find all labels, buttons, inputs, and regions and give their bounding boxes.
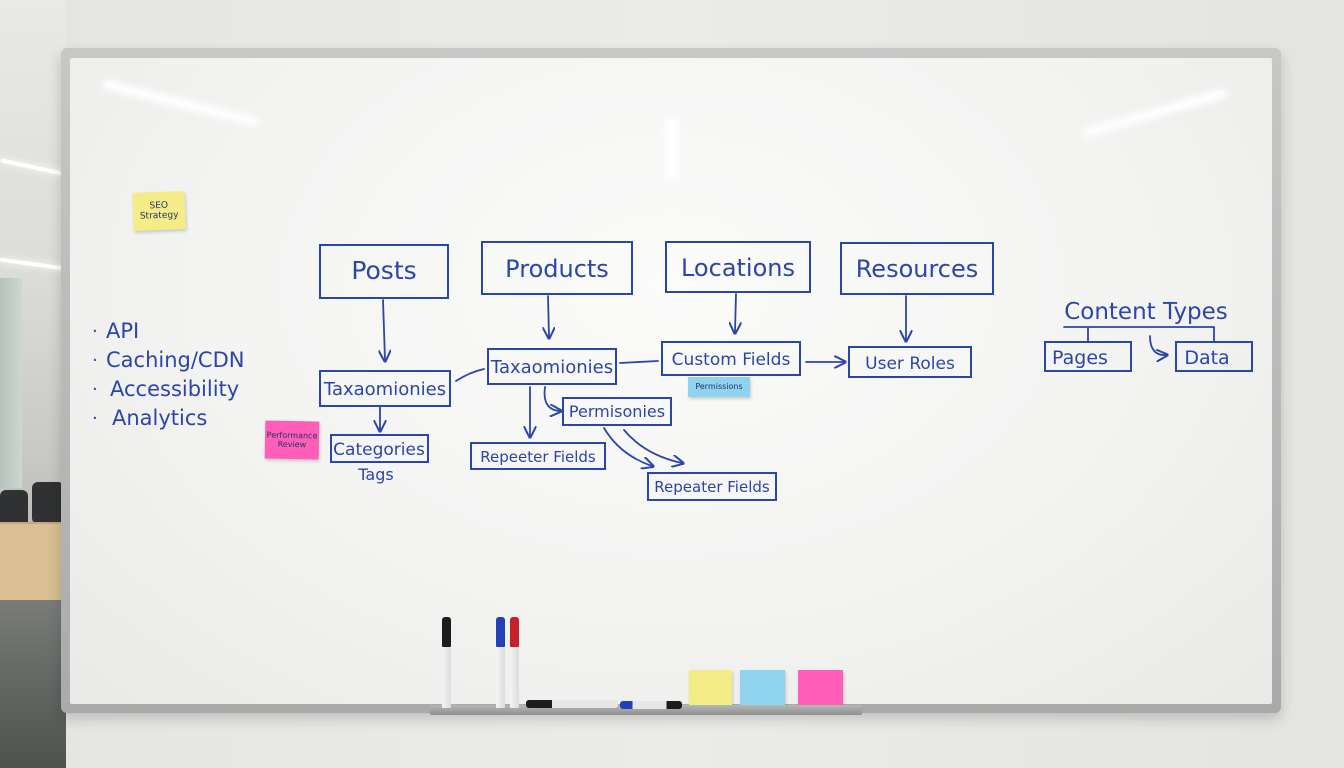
- resources-box: [840, 242, 994, 295]
- taxonomies-mid-box: [487, 348, 617, 385]
- products-box: [481, 241, 633, 295]
- pages-box: [1044, 341, 1132, 372]
- tags-label: Tags: [357, 465, 393, 484]
- sticky-note-seo-label: SEO Strategy: [139, 200, 179, 222]
- repeater-right-label: Repeater Fields: [654, 478, 770, 496]
- list-item-analytics: Analytics: [112, 406, 207, 430]
- sticky-note-performance: Performance Review: [264, 420, 320, 460]
- repeater-right-box: [647, 472, 777, 501]
- categories-box: [330, 434, 429, 463]
- arrow-products-down: [548, 295, 549, 337]
- resources-label: Resources: [856, 255, 979, 283]
- connector-custom-fields: [619, 360, 659, 364]
- sticky-note-permissions-label: Permissions: [695, 382, 743, 392]
- whiteboard-surface: [70, 58, 1272, 704]
- sticky-note-permissions: Permissions: [688, 377, 750, 397]
- office-background: [0, 0, 66, 768]
- permisonies-box: [562, 397, 672, 426]
- list-bullet: ·: [92, 408, 98, 429]
- floor: [0, 600, 66, 768]
- content-types-title: Content Types: [1064, 299, 1228, 325]
- conference-table: [0, 522, 66, 600]
- list-item-caching: Caching/CDN: [106, 348, 244, 372]
- content-types-bracket: [1063, 326, 1215, 342]
- data-label: Data: [1184, 347, 1229, 369]
- marker-lying-blue[interactable]: [620, 701, 682, 709]
- pages-label: Pages: [1052, 347, 1108, 369]
- list-bullet: ·: [92, 350, 98, 371]
- locations-label: Locations: [681, 254, 795, 282]
- custom-fields-label: Custom Fields: [672, 350, 791, 370]
- sticky-pad-yellow[interactable]: [689, 670, 732, 710]
- arrow-posts-down: [383, 299, 385, 360]
- repeater-left-box: [470, 442, 606, 470]
- list-bullet: ·: [92, 379, 98, 400]
- permisonies-label: Permisonies: [569, 402, 665, 421]
- chair: [32, 482, 64, 524]
- products-label: Products: [505, 255, 609, 283]
- taxonomies-mid-label: Taxaomionies: [490, 357, 613, 378]
- taxonomies-left-box: [319, 370, 451, 407]
- repeater-left-label: Repeeter Fields: [480, 448, 596, 466]
- marker-lying-black[interactable]: [526, 700, 618, 708]
- light-reflection: [665, 118, 679, 178]
- list-item-accessibility: Accessibility: [110, 377, 239, 401]
- posts-box: [319, 244, 449, 299]
- posts-label: Posts: [351, 256, 416, 285]
- sticky-pad-blue[interactable]: [740, 670, 785, 710]
- locations-box: [665, 241, 811, 293]
- marker-tray: [430, 705, 862, 715]
- data-box: [1175, 341, 1253, 372]
- list-item-api: API: [106, 319, 139, 343]
- sticky-pad-pink[interactable]: [798, 670, 843, 710]
- arrow-permisonies: [543, 386, 560, 411]
- arrow-repeater-right-b: [623, 429, 682, 463]
- sticky-note-seo: SEO Strategy: [132, 191, 186, 231]
- arrow-pages-data: [1149, 335, 1166, 355]
- marker-red[interactable]: [510, 617, 519, 708]
- marker-blue[interactable]: [496, 617, 505, 708]
- left-list: · API · Caching/CDN · Accessibility · An…: [92, 319, 244, 430]
- list-bullet: ·: [92, 321, 98, 342]
- connector-taxonomies: [455, 368, 485, 382]
- user-roles-box: [848, 346, 972, 378]
- user-roles-label: User Roles: [865, 354, 955, 374]
- taxonomies-left-label: Taxaomionies: [323, 379, 446, 400]
- arrow-locations-down: [735, 293, 736, 332]
- sticky-note-performance-label: Performance Review: [266, 430, 318, 450]
- custom-fields-box: [661, 341, 801, 376]
- categories-label: Categories: [333, 440, 425, 460]
- glass-wall: [0, 278, 22, 488]
- marker-black[interactable]: [442, 617, 451, 708]
- arrow-repeater-right-a: [603, 427, 652, 466]
